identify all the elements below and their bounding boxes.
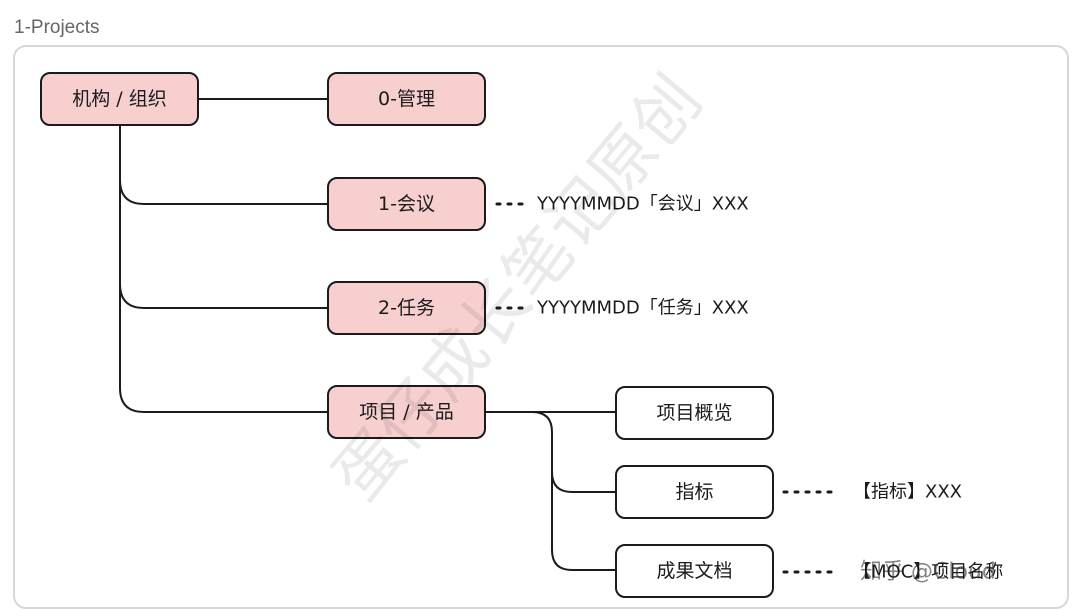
node-deliverables-label: 成果文档 xyxy=(656,560,732,582)
edge-org-task xyxy=(119,283,328,309)
dotted-connectors xyxy=(495,202,838,574)
node-task-label: 2-任务 xyxy=(378,297,435,319)
node-meeting-box xyxy=(327,177,486,231)
page-title: 1-Projects xyxy=(14,17,100,38)
node-project: 项目 / 产品 xyxy=(327,385,486,439)
node-meeting-label: 1-会议 xyxy=(378,193,435,215)
node-overview-box xyxy=(615,386,774,440)
node-overview: 项目概览 xyxy=(615,386,774,440)
node-overview-label: 项目概览 xyxy=(656,402,732,424)
node-deliverables: 成果文档 xyxy=(615,544,774,598)
edge-org-meeting xyxy=(119,179,328,205)
node-metrics-label: 指标 xyxy=(675,481,713,503)
node-management-label: 0-管理 xyxy=(378,88,435,110)
annotation-task: YYYYMMDD「任务」XXX xyxy=(536,298,749,319)
node-org: 机构 / 组织 xyxy=(40,72,199,126)
annotation-deliverables: 【MOC】项目名称 xyxy=(853,562,1003,583)
node-project-box xyxy=(327,385,486,439)
node-metrics: 指标 xyxy=(615,465,774,519)
diagram-panel xyxy=(13,45,1069,609)
node-task-box xyxy=(327,281,486,335)
annotation-meeting: YYYYMMDD「会议」XXX xyxy=(536,194,749,215)
watermark-corner: 知乎 @Cloud xyxy=(860,560,996,585)
node-deliverables-box xyxy=(615,544,774,598)
node-task: 2-任务 xyxy=(327,281,486,335)
node-metrics-box xyxy=(615,465,774,519)
edge-project-deliverables xyxy=(551,472,616,571)
node-management: 0-管理 xyxy=(327,72,486,126)
connectors xyxy=(119,98,616,571)
edge-org-trunk xyxy=(119,125,328,413)
edge-project-metrics xyxy=(505,411,616,493)
node-meeting: 1-会议 xyxy=(327,177,486,231)
node-management-box xyxy=(327,72,486,126)
annotation-metrics: 【指标】XXX xyxy=(853,482,962,503)
node-org-box xyxy=(40,72,199,126)
node-project-label: 项目 / 产品 xyxy=(359,401,453,423)
node-org-label: 机构 / 组织 xyxy=(72,88,166,110)
